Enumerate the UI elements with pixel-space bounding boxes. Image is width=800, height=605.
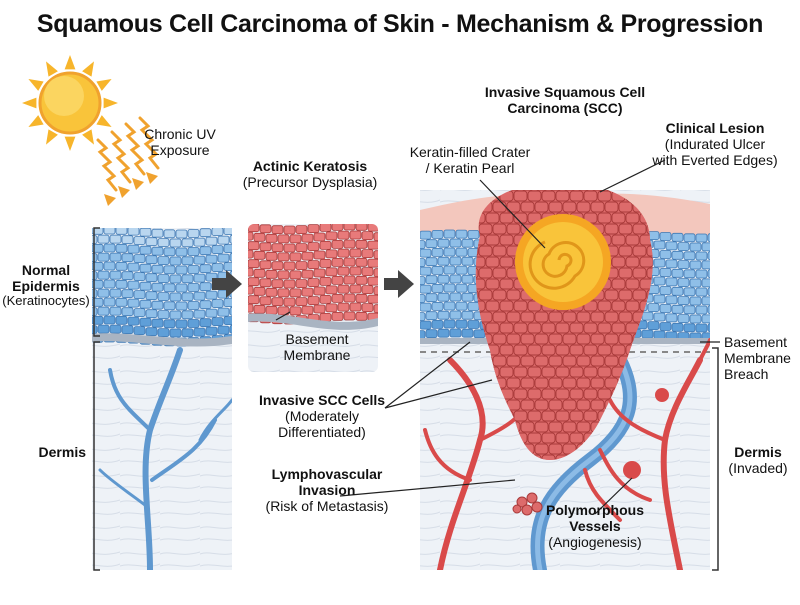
- basement-membrane-line-2: Membrane: [283, 347, 351, 364]
- bm-breach-line-3: Breach: [724, 366, 769, 383]
- scc-title-line-1: Invasive Squamous Cell: [484, 84, 646, 100]
- dermis-invaded-line-1: Dermis: [734, 444, 782, 460]
- invasive-cells-line-2: (Moderately: [285, 408, 359, 425]
- invasive-cells-title: Invasive SCC Cells: [258, 392, 386, 408]
- actinic-keratosis-title: Actinic Keratosis: [252, 158, 368, 174]
- lymphovascular-invasion-label: Lymphovascular Invasion (Risk of Metasta…: [252, 466, 402, 514]
- keratin-crater-line-2: / Keratin Pearl: [425, 160, 515, 177]
- polymorphous-vessels-label: Polymorphous Vessels (Angiogenesis): [540, 502, 650, 550]
- sun-icon: [22, 55, 118, 151]
- lymph-invasion-line-3: (Risk of Metastasis): [265, 498, 389, 515]
- keratin-crater-label: Keratin-filled Crater / Keratin Pearl: [400, 144, 540, 176]
- normal-epidermis-label: Normal Epidermis (Keratinocytes): [0, 262, 92, 309]
- actinic-keratosis-subtitle: (Precursor Dysplasia): [242, 174, 378, 191]
- bm-breach-line-2: Membrane: [724, 350, 791, 367]
- clinical-lesion-title: Clinical Lesion: [665, 120, 765, 136]
- basement-membrane-breach-label: Basement Membrane Breach: [724, 334, 800, 382]
- clinical-lesion-label: Clinical Lesion (Indurated Ulcer with Ev…: [650, 120, 780, 168]
- lymph-invasion-line-1: Lymphovascular: [271, 466, 383, 482]
- invasive-scc-panel: [420, 190, 710, 570]
- dermis-invaded-line-2: (Invaded): [728, 460, 788, 477]
- clinical-lesion-line-2: (Indurated Ulcer: [664, 136, 766, 153]
- scc-title-line-2: Carcinoma (SCC): [507, 100, 623, 117]
- invasive-scc-cells-label: Invasive SCC Cells (Moderately Different…: [252, 392, 392, 440]
- keratin-crater-line-1: Keratin-filled Crater: [409, 144, 531, 160]
- dermis-left-label: Dermis: [38, 444, 86, 460]
- uv-label-line-1: Chronic UV: [144, 126, 216, 142]
- basement-membrane-line-1: Basement: [285, 331, 349, 347]
- polymorphous-line-1: Polymorphous: [545, 502, 644, 518]
- actinic-keratosis-label: Actinic Keratosis (Precursor Dysplasia): [235, 158, 385, 190]
- right-arrow-icon: [212, 270, 414, 298]
- polymorphous-line-2: Vessels: [569, 518, 621, 535]
- normal-epidermis-line-2: Epidermis: [12, 278, 80, 295]
- actinic-keratosis-panel: [248, 224, 378, 372]
- page-title: Squamous Cell Carcinoma of Skin - Mechan…: [36, 10, 764, 38]
- leader-lines: [275, 159, 720, 515]
- uv-label-line-2: Exposure: [150, 142, 210, 159]
- right-brackets: [712, 347, 719, 571]
- polymorphous-line-3: (Angiogenesis): [548, 534, 642, 551]
- lymph-invasion-line-2: Invasion: [298, 482, 356, 499]
- normal-skin-panel: [92, 228, 232, 570]
- uv-ray-icon: [96, 116, 160, 206]
- basement-membrane-label: Basement Membrane: [272, 331, 362, 363]
- left-brackets: [93, 227, 100, 571]
- normal-epidermis-line-1: Normal: [21, 262, 71, 278]
- bm-breach-line-1: Basement: [724, 334, 788, 350]
- scc-title-label: Invasive Squamous Cell Carcinoma (SCC): [460, 84, 670, 116]
- invasive-cells-line-3: Differentiated): [278, 424, 366, 441]
- normal-epidermis-line-3: (Keratinocytes): [2, 293, 90, 309]
- uv-label: Chronic UV Exposure: [140, 126, 220, 158]
- dermis-invaded-label: Dermis (Invaded): [720, 444, 796, 476]
- clinical-lesion-line-3: with Everted Edges): [652, 152, 778, 169]
